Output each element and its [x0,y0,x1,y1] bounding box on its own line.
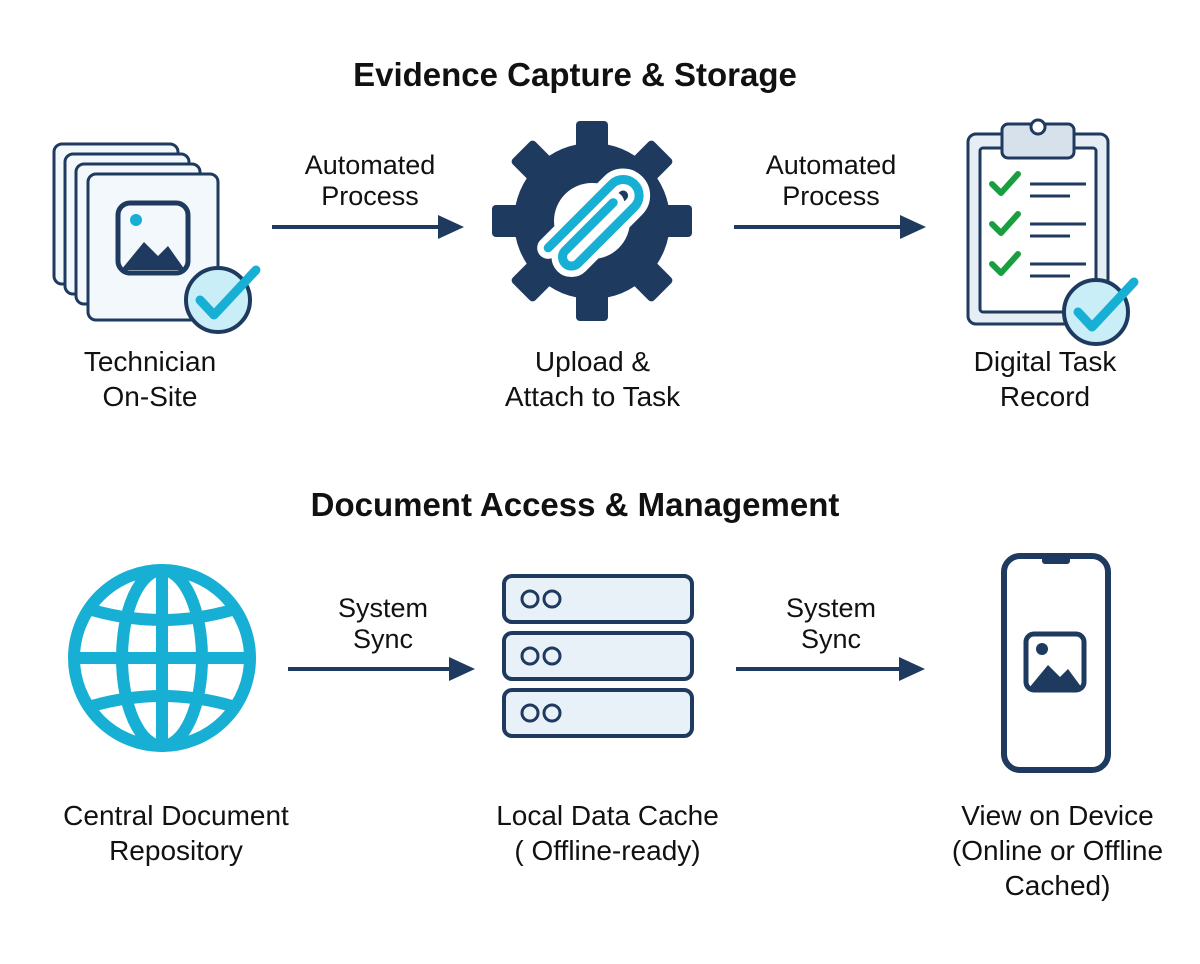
arrow-sync-2 [736,657,925,681]
section-title-document: Document Access & Management [310,486,840,523]
gear-paperclip-icon [492,121,692,321]
phone-image-icon [1001,553,1111,773]
clipboard-checklist-icon [966,118,1139,346]
globe-icon [68,564,256,752]
arrow-automated-1 [272,215,464,239]
node-label-local-cache: Local Data Cache( Offline-ready) [496,800,719,866]
section-title-evidence: Evidence Capture & Storage [353,56,797,93]
photo-stack-icon [52,142,261,334]
arrow-automated-2 [734,215,926,239]
node-label-upload: Upload &Attach to Task [504,346,681,412]
server-stack-icon [502,574,694,738]
arrow-sync-1 [288,657,475,681]
